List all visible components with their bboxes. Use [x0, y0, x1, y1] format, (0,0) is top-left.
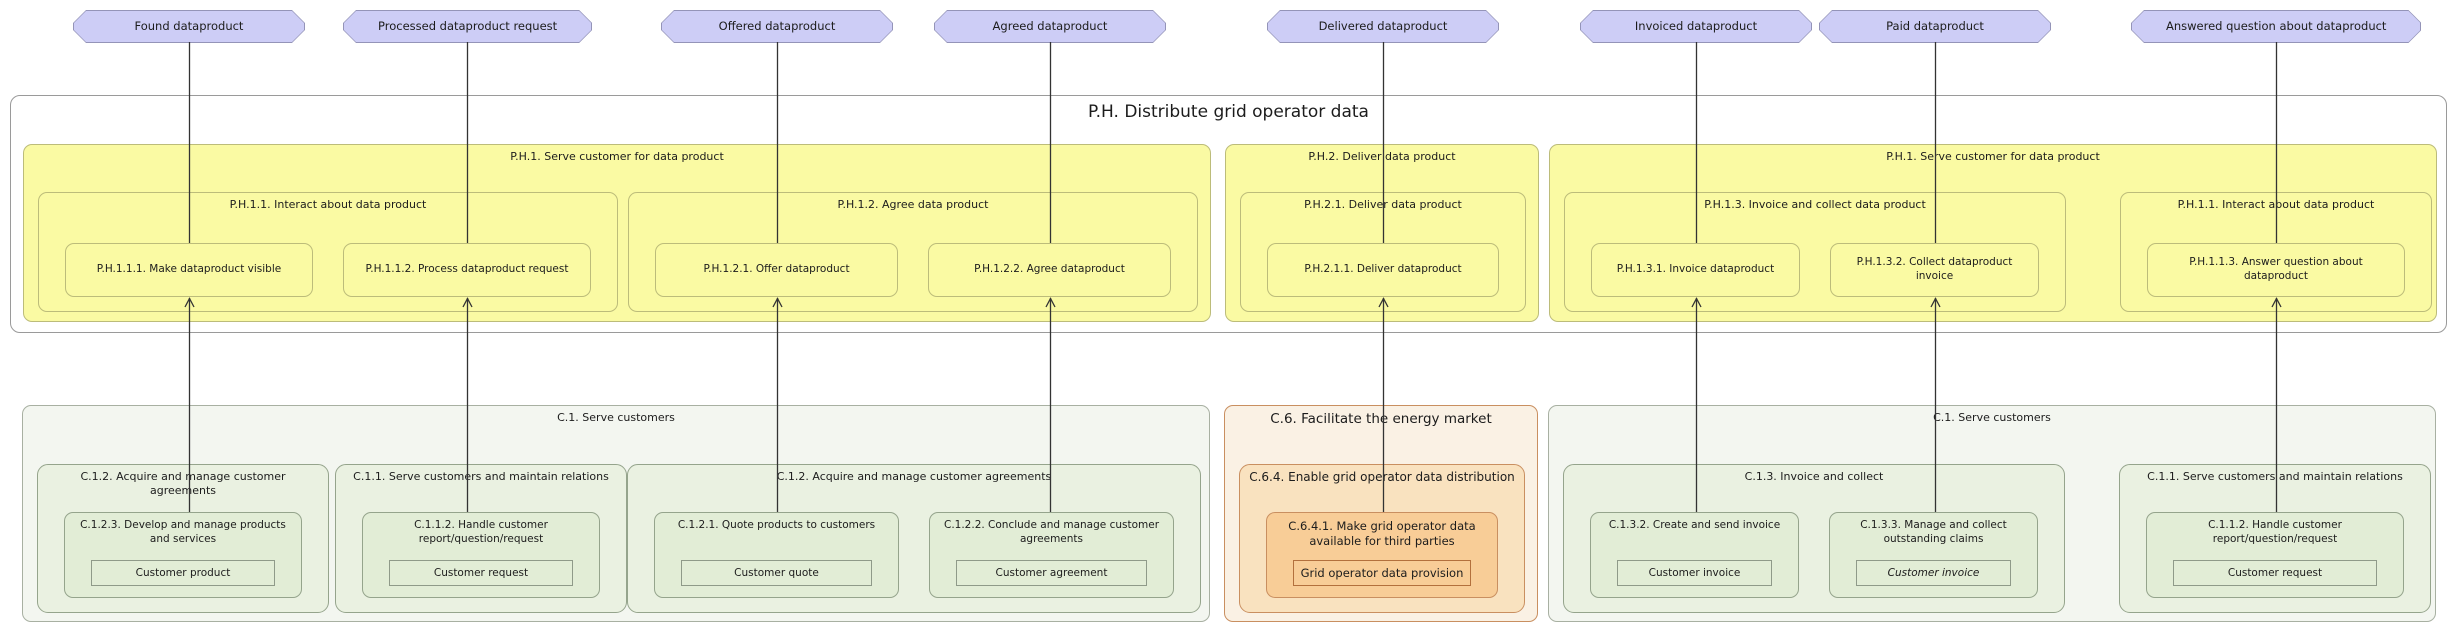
capability-section-title: C.1. Serve customers — [557, 411, 675, 424]
capability-handle-customer-report-question-request-right[interactable]: C.1.1.2. Handle customer report/question… — [2146, 512, 2404, 598]
capability-title: C.1.2. Acquire and manage customer agree… — [80, 470, 286, 497]
function-agree-data-product[interactable]: P.H.1.2. Agree data product P.H.1.2.1. O… — [628, 192, 1198, 312]
event-label: Delivered dataproduct — [1268, 11, 1498, 42]
event-answered-question-about-dataproduct[interactable]: Answered question about dataproduct — [2131, 10, 2421, 43]
capability-label: C.1.2.3. Develop and manage products and… — [80, 519, 286, 545]
function-invoice-and-collect-data-product[interactable]: P.H.1.3. Invoice and collect data produc… — [1564, 192, 2066, 312]
capability-title: C.1.2. Acquire and manage customer agree… — [776, 470, 1052, 483]
business-object-customer-invoice-italic[interactable]: Customer invoice — [1856, 560, 2011, 586]
capability-label: C.1.3.3. Manage and collect outstanding … — [1860, 519, 2007, 545]
function-deliver-data-product[interactable]: P.H.2.1. Deliver data product P.H.2.1.1.… — [1240, 192, 1526, 312]
event-label: Processed dataproduct request — [344, 11, 591, 42]
function-interact-about-data-product[interactable]: P.H.1.1. Interact about data product P.H… — [38, 192, 618, 312]
capability-label: C.6.4.1. Make grid operator data availab… — [1288, 519, 1476, 548]
function-label: P.H.1.2.1. Offer dataproduct — [703, 263, 850, 276]
business-object-customer-agreement[interactable]: Customer agreement — [956, 560, 1147, 586]
capability-acquire-manage-agreements-wide[interactable]: C.1.2. Acquire and manage customer agree… — [627, 464, 1201, 613]
capability-label: C.1.1.2. Handle customer report/question… — [414, 519, 548, 545]
capability-quote-products-to-customers[interactable]: C.1.2.1. Quote products to customers Cus… — [654, 512, 899, 598]
event-processed-dataproduct-request[interactable]: Processed dataproduct request — [343, 10, 592, 43]
function-label: P.H.1.1.1. Make dataproduct visible — [96, 263, 282, 276]
capability-label: C.1.2.2. Conclude and manage customer ag… — [943, 519, 1160, 545]
event-label: Offered dataproduct — [662, 11, 892, 42]
capability-section-serve-customers-right[interactable]: C.1. Serve customers C.1.3. Invoice and … — [1548, 405, 2436, 622]
capability-handle-customer-report-question-request-left[interactable]: C.1.1.2. Handle customer report/question… — [362, 512, 600, 598]
function-deliver-dataproduct[interactable]: P.H.2.1.1. Deliver dataproduct — [1267, 243, 1499, 297]
event-paid-dataproduct[interactable]: Paid dataproduct — [1819, 10, 2051, 43]
business-object-grid-operator-data-provision[interactable]: Grid operator data provision — [1293, 560, 1471, 586]
function-title: P.H.1.3. Invoice and collect data produc… — [1704, 198, 1926, 211]
capability-label: C.1.3.2. Create and send invoice — [1608, 519, 1781, 531]
event-agreed-dataproduct[interactable]: Agreed dataproduct — [934, 10, 1166, 43]
function-invoice-dataproduct[interactable]: P.H.1.3.1. Invoice dataproduct — [1591, 243, 1800, 297]
business-object-customer-invoice[interactable]: Customer invoice — [1617, 560, 1772, 586]
capability-section-facilitate-energy-market[interactable]: C.6. Facilitate the energy market C.6.4.… — [1224, 405, 1538, 622]
capability-serve-customers-maintain-relations-left[interactable]: C.1.1. Serve customers and maintain rela… — [335, 464, 627, 613]
capability-invoice-and-collect[interactable]: C.1.3. Invoice and collect C.1.3.2. Crea… — [1563, 464, 2065, 613]
event-delivered-dataproduct[interactable]: Delivered dataproduct — [1267, 10, 1499, 43]
event-label: Answered question about dataproduct — [2132, 11, 2420, 42]
event-found-dataproduct[interactable]: Found dataproduct — [73, 10, 305, 43]
event-label: Agreed dataproduct — [935, 11, 1165, 42]
capability-title: C.6.4. Enable grid operator data distrib… — [1249, 470, 1515, 484]
capability-title: C.1.1. Serve customers and maintain rela… — [353, 470, 609, 483]
function-interact-about-data-product-right[interactable]: P.H.1.1. Interact about data product P.H… — [2120, 192, 2432, 312]
function-offer-dataproduct[interactable]: P.H.1.2.1. Offer dataproduct — [655, 243, 898, 297]
function-process-dataproduct-request[interactable]: P.H.1.1.2. Process dataproduct request — [343, 243, 591, 297]
business-object-customer-request[interactable]: Customer request — [2173, 560, 2377, 586]
capability-label: C.1.2.1. Quote products to customers — [677, 519, 876, 531]
function-group-serve-customer-left[interactable]: P.H.1. Serve customer for data product P… — [23, 144, 1211, 322]
function-group-title: P.H.1. Serve customer for data product — [510, 150, 724, 163]
business-object-customer-product[interactable]: Customer product — [91, 560, 275, 586]
process-title: P.H. Distribute grid operator data — [1088, 102, 1369, 122]
capability-section-title: C.6. Facilitate the energy market — [1270, 411, 1492, 427]
function-label: P.H.1.1.2. Process dataproduct request — [365, 263, 569, 276]
business-object-customer-quote[interactable]: Customer quote — [681, 560, 872, 586]
function-group-deliver-data-product[interactable]: P.H.2. Deliver data product P.H.2.1. Del… — [1225, 144, 1539, 322]
function-label: P.H.1.3.1. Invoice dataproduct — [1616, 263, 1775, 276]
function-make-dataproduct-visible[interactable]: P.H.1.1.1. Make dataproduct visible — [65, 243, 313, 297]
event-label: Invoiced dataproduct — [1581, 11, 1811, 42]
function-collect-dataproduct-invoice[interactable]: P.H.1.3.2. Collect dataproduct invoice — [1830, 243, 2039, 297]
function-title: P.H.1.1. Interact about data product — [229, 198, 427, 211]
function-agree-dataproduct[interactable]: P.H.1.2.2. Agree dataproduct — [928, 243, 1171, 297]
function-group-title: P.H.1. Serve customer for data product — [1886, 150, 2100, 163]
event-invoiced-dataproduct[interactable]: Invoiced dataproduct — [1580, 10, 1812, 43]
function-label: P.H.1.2.2. Agree dataproduct — [974, 263, 1125, 276]
capability-make-grid-operator-data-available[interactable]: C.6.4.1. Make grid operator data availab… — [1266, 512, 1498, 598]
function-label: P.H.2.1.1. Deliver dataproduct — [1304, 263, 1462, 276]
function-label: P.H.1.3.2. Collect dataproduct invoice — [1856, 256, 2013, 282]
function-group-title: P.H.2. Deliver data product — [1308, 150, 1456, 163]
function-group-serve-customer-right[interactable]: P.H.1. Serve customer for data product P… — [1549, 144, 2437, 322]
capability-label: C.1.1.2. Handle customer report/question… — [2208, 519, 2342, 545]
capability-serve-customers-maintain-relations-right[interactable]: C.1.1. Serve customers and maintain rela… — [2119, 464, 2431, 613]
event-label: Paid dataproduct — [1820, 11, 2050, 42]
capability-manage-collect-outstanding-claims[interactable]: C.1.3.3. Manage and collect outstanding … — [1829, 512, 2038, 598]
capability-create-and-send-invoice[interactable]: C.1.3.2. Create and send invoice Custome… — [1590, 512, 1799, 598]
capability-title: C.1.1. Serve customers and maintain rela… — [2147, 470, 2403, 483]
capability-develop-manage-products-services[interactable]: C.1.2.3. Develop and manage products and… — [64, 512, 302, 598]
capability-section-serve-customers-left[interactable]: C.1. Serve customers C.1.2. Acquire and … — [22, 405, 1210, 622]
function-answer-question-about-dataproduct[interactable]: P.H.1.1.3. Answer question about datapro… — [2147, 243, 2405, 297]
capability-enable-grid-operator-data-distribution[interactable]: C.6.4. Enable grid operator data distrib… — [1239, 464, 1525, 613]
business-object-customer-request[interactable]: Customer request — [389, 560, 573, 586]
capability-acquire-manage-agreements-small[interactable]: C.1.2. Acquire and manage customer agree… — [37, 464, 329, 613]
process-container-distribute-grid-operator-data[interactable]: P.H. Distribute grid operator data P.H.1… — [10, 95, 2447, 333]
capability-conclude-manage-customer-agreements[interactable]: C.1.2.2. Conclude and manage customer ag… — [929, 512, 1174, 598]
function-title: P.H.1.2. Agree data product — [837, 198, 989, 211]
capability-section-title: C.1. Serve customers — [1933, 411, 2051, 424]
function-title: P.H.2.1. Deliver data product — [1304, 198, 1462, 211]
event-label: Found dataproduct — [74, 11, 304, 42]
function-title: P.H.1.1. Interact about data product — [2177, 198, 2375, 211]
event-offered-dataproduct[interactable]: Offered dataproduct — [661, 10, 893, 43]
function-label: P.H.1.1.3. Answer question about datapro… — [2189, 256, 2363, 282]
capability-title: C.1.3. Invoice and collect — [1744, 470, 1884, 483]
